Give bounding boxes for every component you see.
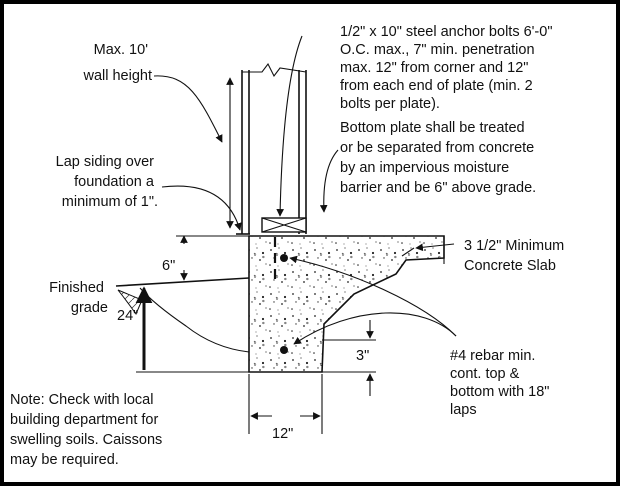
- wall-framing: [236, 62, 307, 235]
- foundation-section-diagram: 6" 24" 3" 12" Max. 10' wall: [10, 24, 568, 468]
- rebar-label: #4 rebar min. cont. top & bottom with 18…: [450, 348, 553, 418]
- dim-width: 12": [248, 374, 323, 442]
- dim-width-label: 12": [272, 426, 293, 442]
- diagram-canvas: 6" 24" 3" 12" Max. 10' wall: [4, 4, 616, 482]
- dim-depth-label: 24": [117, 308, 138, 324]
- lap-siding-label: Lap siding over foundation a minimum of …: [56, 154, 158, 210]
- finished-grade-label: Finished grade: [49, 280, 108, 316]
- bottom-plate: [261, 217, 307, 233]
- rebar-top: [280, 254, 288, 262]
- dim-cover: 3": [322, 320, 376, 396]
- anchor-bolts-label: 1/2" x 10" steel anchor bolts 6'-0" O.C.…: [340, 24, 557, 112]
- bottom-plate-label: Bottom plate shall be treated or be sepa…: [340, 120, 538, 196]
- leader-lines: [153, 35, 457, 345]
- slab-label: 3 1/2" Minimum Concrete Slab: [464, 238, 568, 274]
- dim-cover-label: 3": [356, 348, 369, 364]
- dim-above-grade: 6": [162, 235, 249, 281]
- wall-height-label: Max. 10' wall height: [82, 42, 152, 84]
- concrete-foundation: [248, 235, 445, 373]
- dim-depth: 24": [117, 286, 249, 373]
- note-text: Note: Check with local building departme…: [10, 392, 166, 468]
- finished-grade: [115, 277, 250, 353]
- dim-above-grade-label: 6": [162, 258, 175, 274]
- rebar-bottom: [280, 346, 288, 354]
